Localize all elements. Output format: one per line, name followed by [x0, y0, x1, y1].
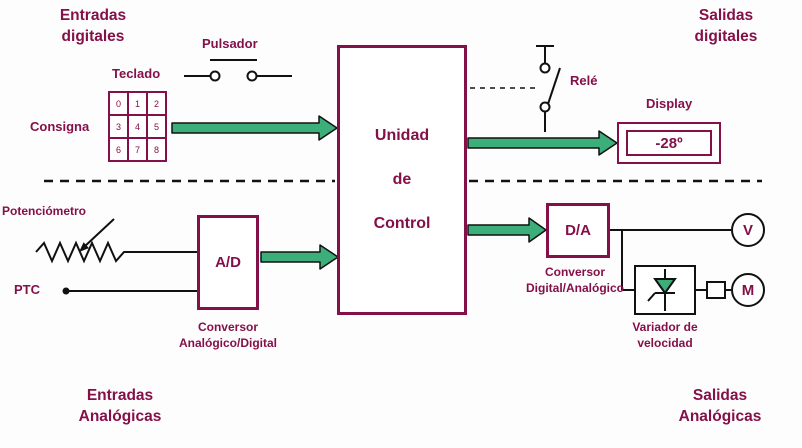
keypad-key: 5: [147, 115, 166, 138]
motor-letter: M: [741, 281, 755, 299]
caption-line: Digital/Analógico: [525, 280, 624, 295]
heading-entradas-digitales: Entradas digitales: [28, 6, 158, 48]
potentiometer-symbol: [35, 218, 197, 264]
display-readout: -28º: [626, 130, 712, 156]
adc-box: A/D: [197, 215, 259, 310]
arrow-ad-to-control: [260, 244, 339, 270]
keypad-key: 7: [128, 138, 147, 161]
control-unit-text: Unidad: [374, 127, 430, 144]
pushbutton-symbol: [184, 59, 292, 82]
keypad-key: 6: [109, 138, 128, 161]
da-output-wires: [610, 229, 731, 291]
heading-entradas-analogicas: Entradas Analógicas: [40, 386, 200, 428]
heading-line: Entradas: [86, 387, 154, 404]
adc-text: A/D: [215, 254, 241, 271]
caption-line: Analógico/Digital: [178, 335, 277, 350]
heading-line: Entradas: [59, 7, 127, 24]
heading-line: digitales: [694, 27, 758, 45]
display-box: -28º: [617, 122, 721, 164]
caption-line: Variador de: [632, 320, 698, 334]
relay-label: Relé: [570, 73, 598, 88]
relay-symbol: [536, 45, 561, 132]
heading-line: Analógicas: [78, 407, 162, 425]
control-unit-box: Unidad de Control: [337, 45, 467, 315]
dac-caption: Conversor Digital/Analógico: [516, 265, 634, 296]
heading-salidas-digitales: Salidas digitales: [662, 6, 790, 48]
control-unit-text: Control: [373, 215, 431, 232]
caption-line: Conversor: [544, 265, 606, 279]
adc-caption: Conversor Analógico/Digital: [158, 320, 298, 351]
keypad-key: 1: [128, 92, 147, 115]
caption-line: velocidad: [637, 335, 693, 350]
keypad-key: 0: [109, 92, 128, 115]
voltmeter-circle: V: [731, 213, 765, 247]
keypad-key: 4: [128, 115, 147, 138]
voltmeter-letter: V: [742, 221, 753, 239]
thyristor-icon: [647, 269, 677, 311]
display-label: Display: [646, 96, 693, 111]
ptc-label: PTC: [14, 282, 40, 297]
dac-box: D/A: [546, 203, 610, 258]
heading-line: Salidas: [692, 387, 748, 404]
dac-text: D/A: [565, 222, 591, 239]
speed-drive-caption: Variador de velocidad: [615, 320, 715, 351]
speed-drive-box: [634, 265, 696, 315]
potentiometer-label: Potenciómetro: [2, 204, 87, 218]
keypad-label: Teclado: [112, 66, 161, 81]
ptc-wire: [62, 287, 197, 295]
motor-terminal-block: [706, 281, 726, 299]
keypad-grid: 0 1 2 3 4 5 6 7 8: [108, 91, 167, 162]
setpoint-label: Consigna: [30, 119, 90, 134]
motor-circle: M: [731, 273, 765, 307]
arrow-control-to-display: [467, 130, 618, 156]
heading-salidas-analogicas: Salidas Analógicas: [645, 386, 795, 428]
heading-line: digitales: [61, 27, 125, 45]
heading-line: Salidas: [698, 7, 754, 24]
keypad-key: 8: [147, 138, 166, 161]
arrow-control-to-da: [467, 217, 547, 243]
control-unit-text: de: [392, 171, 412, 188]
arrow-keypad-to-control: [171, 115, 338, 141]
pushbutton-label: Pulsador: [202, 36, 258, 51]
caption-line: Conversor: [197, 320, 259, 334]
keypad-key: 2: [147, 92, 166, 115]
keypad-key: 3: [109, 115, 128, 138]
heading-line: Analógicas: [678, 407, 762, 425]
